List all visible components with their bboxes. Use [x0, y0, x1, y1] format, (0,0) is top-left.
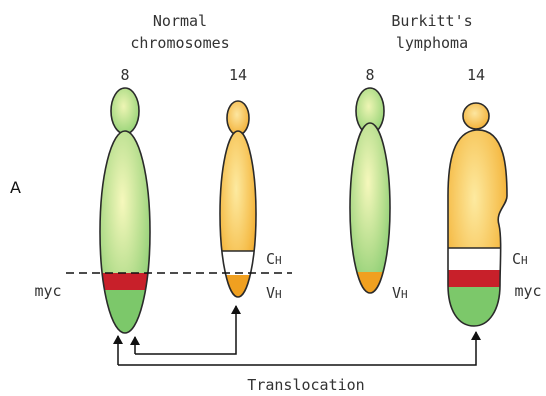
- normal-title-line2: chromosomes: [130, 34, 229, 52]
- normal-chromosome-14: [218, 101, 258, 300]
- burkitt-chr14-number: 14: [467, 66, 485, 84]
- normal-chromosome-8: [96, 88, 154, 340]
- normal-chr14-short-arm: [227, 101, 249, 135]
- burkitt-chr14-ch-region: [444, 248, 508, 270]
- myc-label-burkitt: myc: [514, 282, 541, 300]
- vh-label-normal: VH: [266, 284, 282, 302]
- normal-chr14-number: 14: [229, 66, 247, 84]
- burkitt-chromosome-14: [444, 103, 508, 332]
- translocation-arrow-to-chr14: [135, 306, 236, 354]
- translocation-label: Translocation: [247, 376, 364, 394]
- normal-title-line1: Normal: [153, 12, 207, 30]
- normal-chr8-short-arm: [111, 88, 139, 134]
- normal-chr8-number: 8: [120, 66, 129, 84]
- vh-label-burkitt: VH: [392, 284, 408, 302]
- burkitt-chr8-number: 8: [365, 66, 374, 84]
- burkitt-chr14-myc-band: [444, 270, 508, 287]
- myc-label-normal: myc: [34, 282, 61, 300]
- translocation-arrow-to-burkitt-chr14: [118, 332, 476, 365]
- panel-label: A: [10, 178, 21, 197]
- ch-label-burkitt: CH: [512, 250, 528, 268]
- burkitt-title-line1: Burkitt's: [391, 12, 472, 30]
- burkitt-title-line2: lymphoma: [396, 34, 468, 52]
- burkitt-chr14-short-arm: [463, 103, 489, 129]
- ch-label-normal: CH: [266, 250, 282, 268]
- burkitt-chromosome-8: [348, 88, 392, 297]
